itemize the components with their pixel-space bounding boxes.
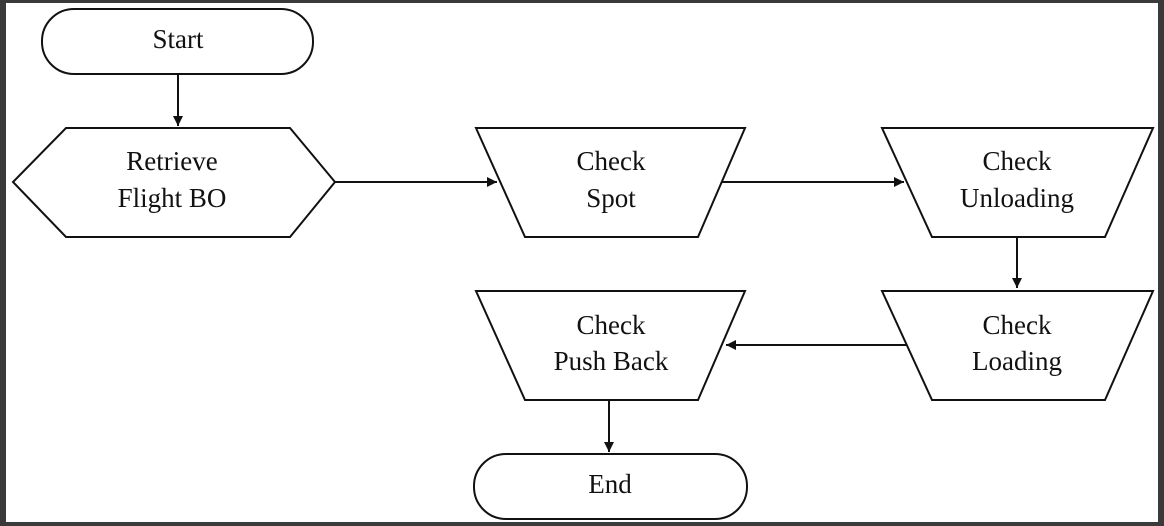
node-end-label: End (588, 469, 632, 499)
check-push-back-trapezoid-shape (474, 290, 747, 401)
node-check-loading-label-line-2: Loading (972, 346, 1062, 376)
check-unloading-trapezoid-shape (880, 127, 1155, 238)
node-start-label: Start (153, 24, 204, 54)
retrieve-hexagon-shape (11, 127, 337, 238)
end-terminator-shape (473, 453, 748, 520)
node-check-spot-label-line-1: Check (577, 146, 646, 176)
check-loading-trapezoid-shape (880, 290, 1155, 401)
node-check-push-back-label-line-1: Check (577, 310, 646, 340)
node-check-push-back: Check Push Back (474, 290, 747, 401)
node-check-unloading-label-line-1: Check (983, 146, 1052, 176)
check-spot-trapezoid-shape (474, 127, 747, 238)
node-check-loading-label-line-1: Check (983, 310, 1052, 340)
node-check-unloading: Check Unloading (880, 127, 1155, 238)
node-check-unloading-label-line-2: Unloading (960, 183, 1074, 213)
node-check-spot-label-line-2: Spot (586, 183, 636, 213)
node-start: Start (41, 8, 314, 75)
node-check-spot: Check Spot (474, 127, 747, 238)
node-retrieve-label-line-1: Retrieve (126, 146, 217, 176)
node-check-push-back-label-line-2: Push Back (554, 346, 669, 376)
node-end: End (473, 453, 748, 520)
node-retrieve-label-line-2: Flight BO (118, 183, 227, 213)
node-retrieve-flight-bo: Retrieve Flight BO (11, 127, 337, 238)
start-terminator-shape (41, 8, 314, 75)
node-check-loading: Check Loading (880, 290, 1155, 401)
